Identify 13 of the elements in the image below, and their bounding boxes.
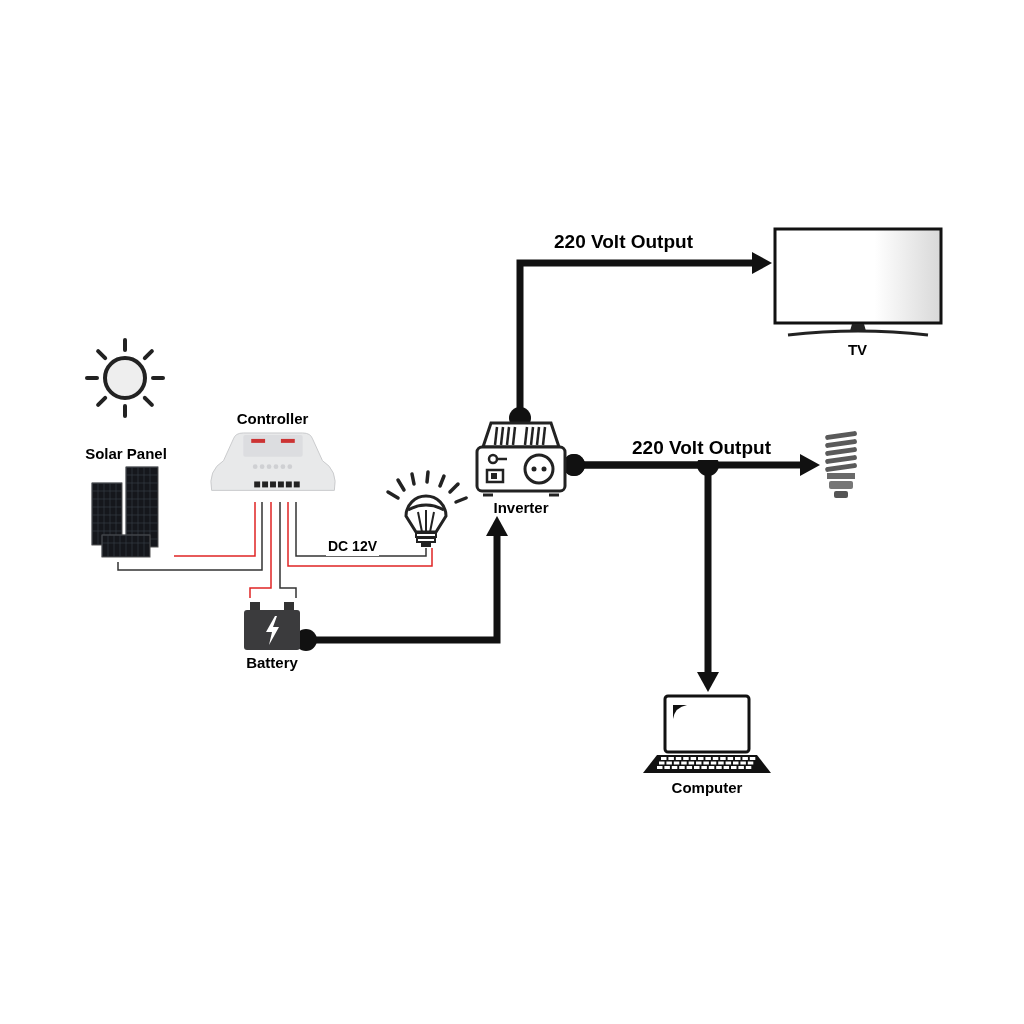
wire [287, 501, 433, 567]
device-label: Inverter [493, 498, 549, 518]
device-label: Computer [671, 778, 743, 798]
device-label: Battery [246, 653, 298, 673]
wire [279, 501, 297, 599]
edge-label: DC 12V [326, 538, 380, 556]
wire [249, 501, 272, 599]
wire [295, 501, 427, 557]
device-label: Controller [236, 410, 309, 429]
device-label: TV [847, 340, 868, 360]
device-label: Solar Panel [85, 444, 167, 464]
wire [173, 501, 256, 557]
wire [117, 501, 263, 571]
